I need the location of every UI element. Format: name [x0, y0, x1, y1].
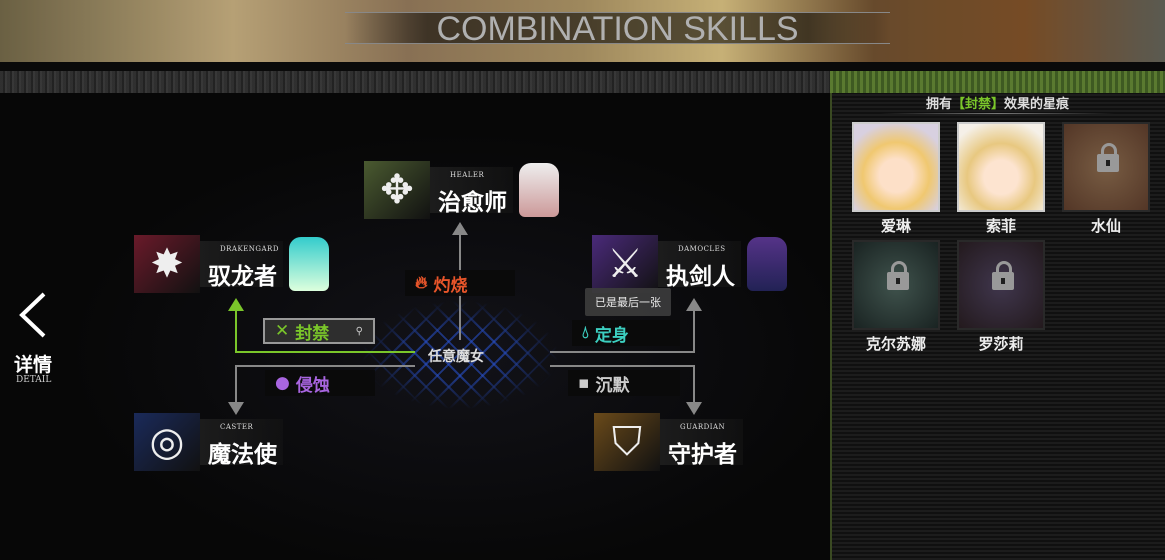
- class-name: 魔法使: [208, 441, 277, 468]
- skill-silence[interactable]: ▪沉默: [568, 370, 680, 396]
- arrow-down-icon: [686, 402, 702, 415]
- card-4[interactable]: [957, 240, 1045, 330]
- skill-label: 灼烧: [433, 275, 468, 296]
- chevron-left-icon[interactable]: [14, 290, 54, 340]
- toast-tooltip: 已是最后一张: [585, 288, 671, 316]
- class-name: 治愈师: [438, 189, 507, 216]
- arrow-up-icon: [452, 222, 468, 235]
- shield-emblem-icon: ⛉: [594, 413, 660, 471]
- class-en: Drakengard: [220, 245, 279, 253]
- vortex-emblem-icon: ◎: [134, 413, 200, 471]
- class-en: Healer: [450, 171, 485, 179]
- link-line: [235, 365, 237, 403]
- panel-texture-band: [830, 71, 1165, 93]
- class-en: Guardian: [680, 423, 726, 431]
- arrow-up-icon: [686, 298, 702, 311]
- class-node-drakengard[interactable]: ✸ Drakengard 驭龙者: [134, 235, 329, 293]
- speech-bubble-icon: ▪: [578, 373, 590, 393]
- link-line: [693, 310, 695, 353]
- card-name: 水仙: [1090, 217, 1121, 235]
- chibi-avatar: [519, 163, 559, 217]
- link-line: [550, 351, 695, 353]
- detail-label[interactable]: 详情: [14, 354, 53, 376]
- center-label: 任意魔女: [428, 349, 484, 365]
- lock-icon: [1097, 143, 1119, 172]
- class-node-guardian[interactable]: ⛉ Guardian 守护者: [594, 413, 743, 471]
- arrow-up-icon: [228, 298, 244, 311]
- arrow-down-icon: [228, 402, 244, 415]
- link-line: [235, 365, 415, 367]
- divider: [0, 62, 1165, 71]
- skill-seal[interactable]: ✕封禁 ⚲: [263, 318, 375, 344]
- page-title: COMBINATION SKILLS: [436, 10, 799, 48]
- class-name: 驭龙者: [208, 263, 277, 290]
- droplet-icon: 💧︎: [582, 323, 589, 343]
- chibi-avatar: [747, 237, 787, 291]
- card-2[interactable]: [1062, 122, 1150, 212]
- class-node-healer[interactable]: ✥ Healer 治愈师: [364, 161, 559, 219]
- title-highlight: 【封禁】: [951, 97, 1004, 112]
- skill-label: 定身: [594, 325, 629, 346]
- link-line: [550, 365, 695, 367]
- healer-emblem-icon: ✥: [364, 161, 430, 219]
- title-suffix: 效果的星痕: [1004, 97, 1070, 112]
- card-0[interactable]: [852, 122, 940, 212]
- card-name: 索菲: [985, 217, 1016, 235]
- lock-icon: [992, 261, 1014, 290]
- bubbles-icon: ●: [275, 373, 290, 393]
- skill-burn[interactable]: 🔥︎灼烧: [405, 270, 515, 296]
- divider: [880, 113, 1115, 114]
- lock-icon: [887, 261, 909, 290]
- chibi-avatar: [289, 237, 329, 291]
- sword-emblem-icon: ⚔: [592, 235, 658, 293]
- dragon-emblem-icon: ✸: [134, 235, 200, 293]
- link-line: [693, 365, 695, 403]
- skill-label: 封禁: [295, 323, 330, 344]
- class-en: Caster: [220, 423, 254, 431]
- class-node-damocles[interactable]: ⚔ Damocles 执剑人: [592, 235, 787, 293]
- magnifier-icon: ⚲: [355, 325, 363, 337]
- panel-title: 拥有【封禁】效果的星痕: [830, 93, 1165, 112]
- cross-icon: ✕: [275, 321, 290, 341]
- card-name: 罗莎莉: [978, 335, 1024, 353]
- link-line: [235, 351, 415, 353]
- card-name: 克尔苏娜: [865, 335, 926, 353]
- class-name: 执剑人: [666, 263, 735, 290]
- class-node-caster[interactable]: ◎ Caster 魔法使: [134, 413, 283, 471]
- flame-icon: 🔥︎: [415, 273, 428, 293]
- detail-label-en: DETAIL: [16, 375, 52, 385]
- title-bar: [345, 12, 890, 44]
- skill-label: 侵蚀: [295, 375, 330, 396]
- title-prefix: 拥有: [925, 97, 952, 112]
- skill-label: 沉默: [595, 375, 630, 396]
- link-line: [235, 310, 237, 353]
- class-name: 守护者: [668, 441, 737, 468]
- class-en: Damocles: [678, 245, 726, 253]
- card-1[interactable]: [957, 122, 1045, 212]
- card-3[interactable]: [852, 240, 940, 330]
- card-name: 爱琳: [880, 217, 911, 235]
- skill-erode[interactable]: ●侵蚀: [265, 370, 375, 396]
- skill-freeze[interactable]: 💧︎定身: [572, 320, 680, 346]
